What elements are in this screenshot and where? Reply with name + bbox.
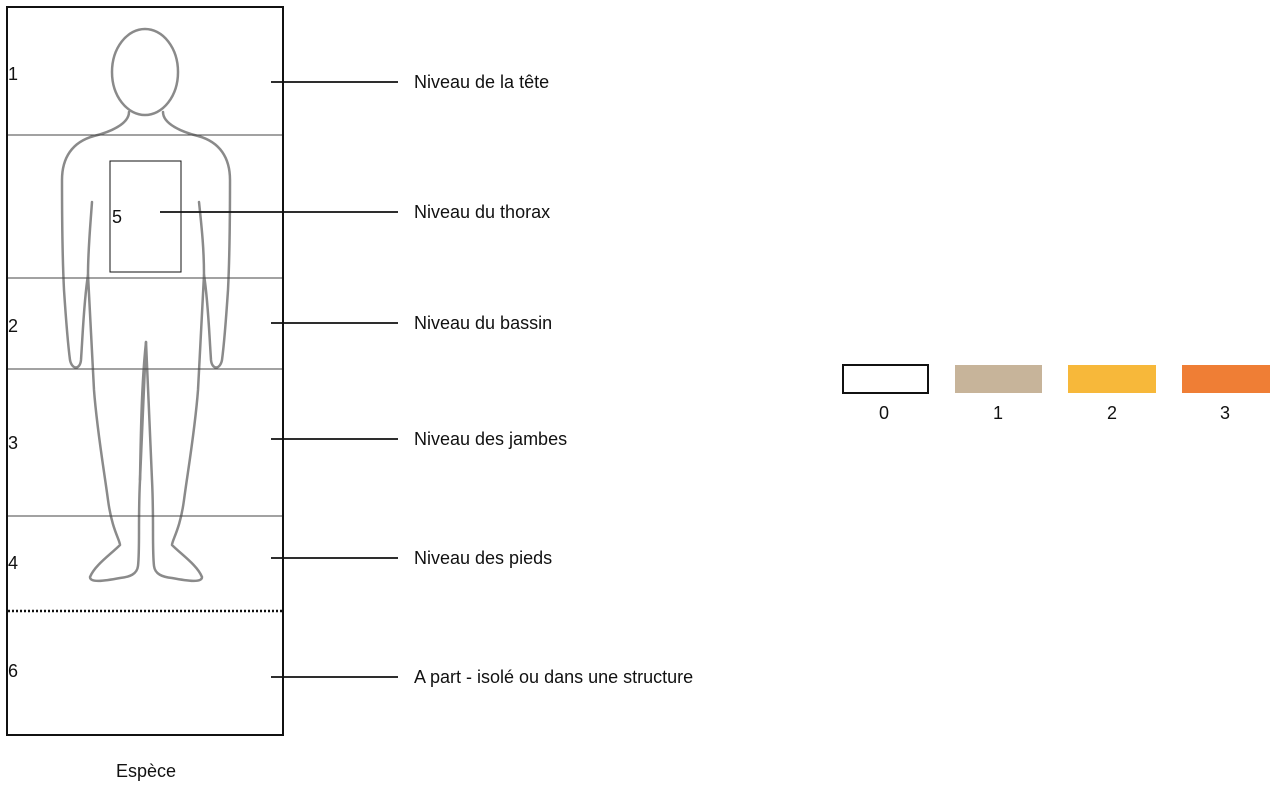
label-thorax: Niveau du thorax (414, 202, 550, 222)
label-apart: A part - isolé ou dans une structure (414, 667, 693, 687)
legend-label-1: 1 (993, 403, 1003, 423)
human-silhouette (60, 27, 232, 583)
label-pelvis: Niveau du bassin (414, 313, 552, 333)
legend-label-3: 3 (1220, 403, 1230, 423)
legend-swatch-3 (1182, 365, 1270, 393)
legend-label-2: 2 (1107, 403, 1117, 423)
zone-number-5: 5 (112, 207, 122, 227)
color-legend: 0 1 2 3 (842, 364, 1270, 423)
legend-swatch-0 (842, 364, 929, 394)
zone-number-2: 2 (8, 316, 18, 336)
zone-number-3: 3 (8, 433, 18, 453)
zone-number-4: 4 (8, 553, 18, 573)
thorax-box (109, 160, 182, 273)
legend-swatch-2 (1068, 365, 1156, 393)
zone-number-1: 1 (8, 64, 18, 84)
zone-number-6: 6 (8, 661, 18, 681)
label-feet: Niveau des pieds (414, 548, 552, 568)
label-head: Niveau de la tête (414, 72, 549, 92)
label-legs: Niveau des jambes (414, 429, 567, 449)
legend-swatch-1 (955, 365, 1042, 393)
caption: Espèce (116, 761, 176, 781)
legend-label-0: 0 (879, 403, 889, 423)
